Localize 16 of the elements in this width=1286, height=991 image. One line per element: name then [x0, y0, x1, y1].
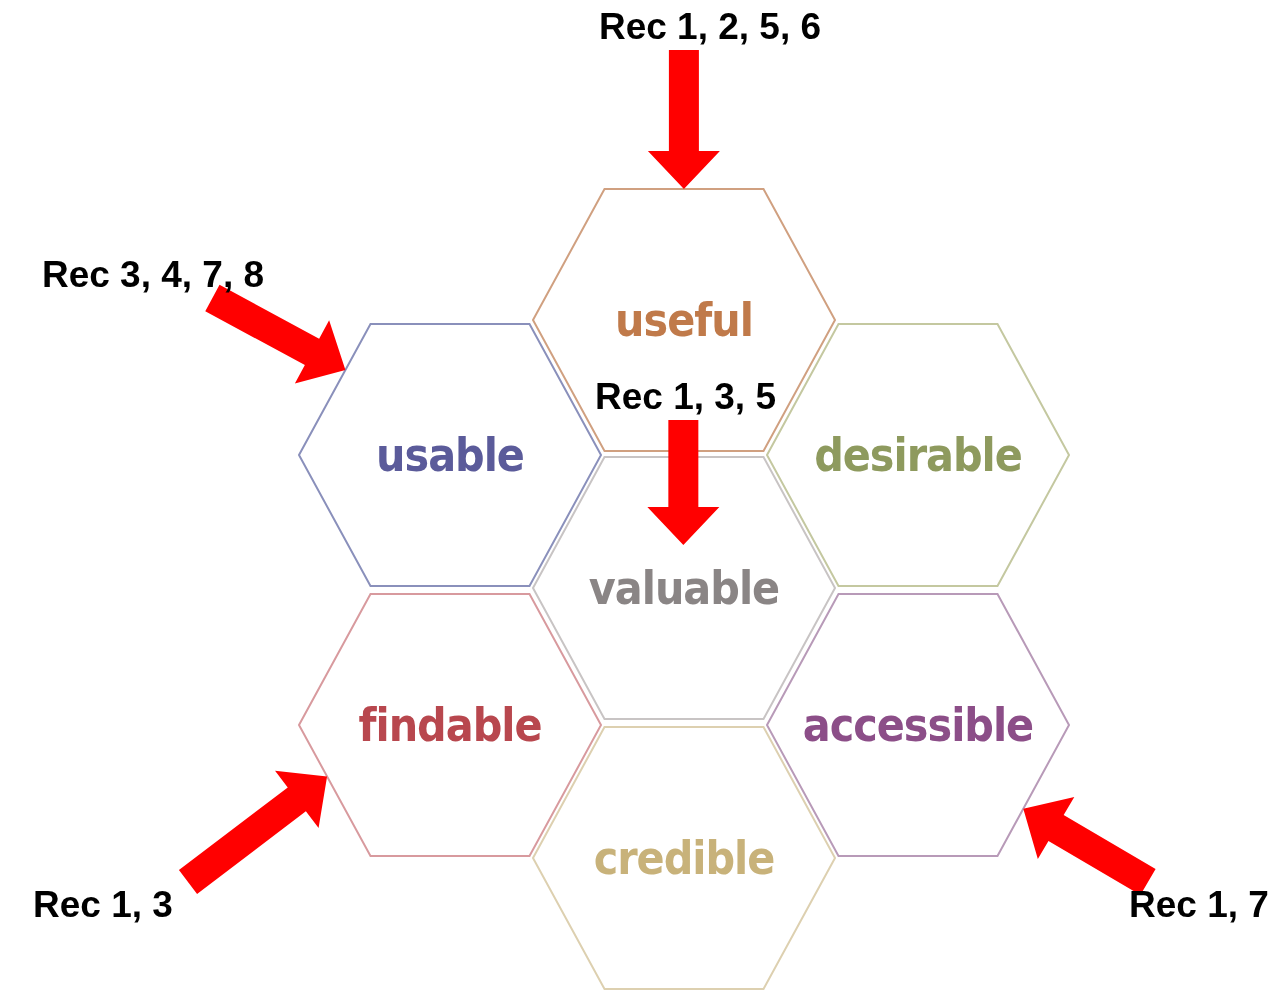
- quality-label: usable: [376, 428, 524, 482]
- recommendation-label: Rec 1, 7: [1129, 884, 1269, 926]
- quality-label: desirable: [814, 428, 1022, 482]
- quality-label: findable: [358, 698, 542, 752]
- quality-label: useful: [615, 293, 753, 347]
- recommendation-label: Rec 3, 4, 7, 8: [41, 254, 265, 296]
- arrow: [647, 50, 720, 189]
- recommendation-label: Rec 1, 2, 5, 6: [598, 6, 822, 48]
- quality-label: credible: [593, 831, 775, 885]
- recommendation-label: Rec 1, 3: [33, 884, 173, 926]
- arrow: [178, 770, 328, 894]
- arrow: [205, 284, 346, 384]
- arrow: [647, 420, 720, 545]
- recommendation-label: Rec 1, 3, 5: [595, 376, 776, 418]
- quality-label: valuable: [588, 561, 780, 615]
- quality-label: accessible: [802, 698, 1034, 752]
